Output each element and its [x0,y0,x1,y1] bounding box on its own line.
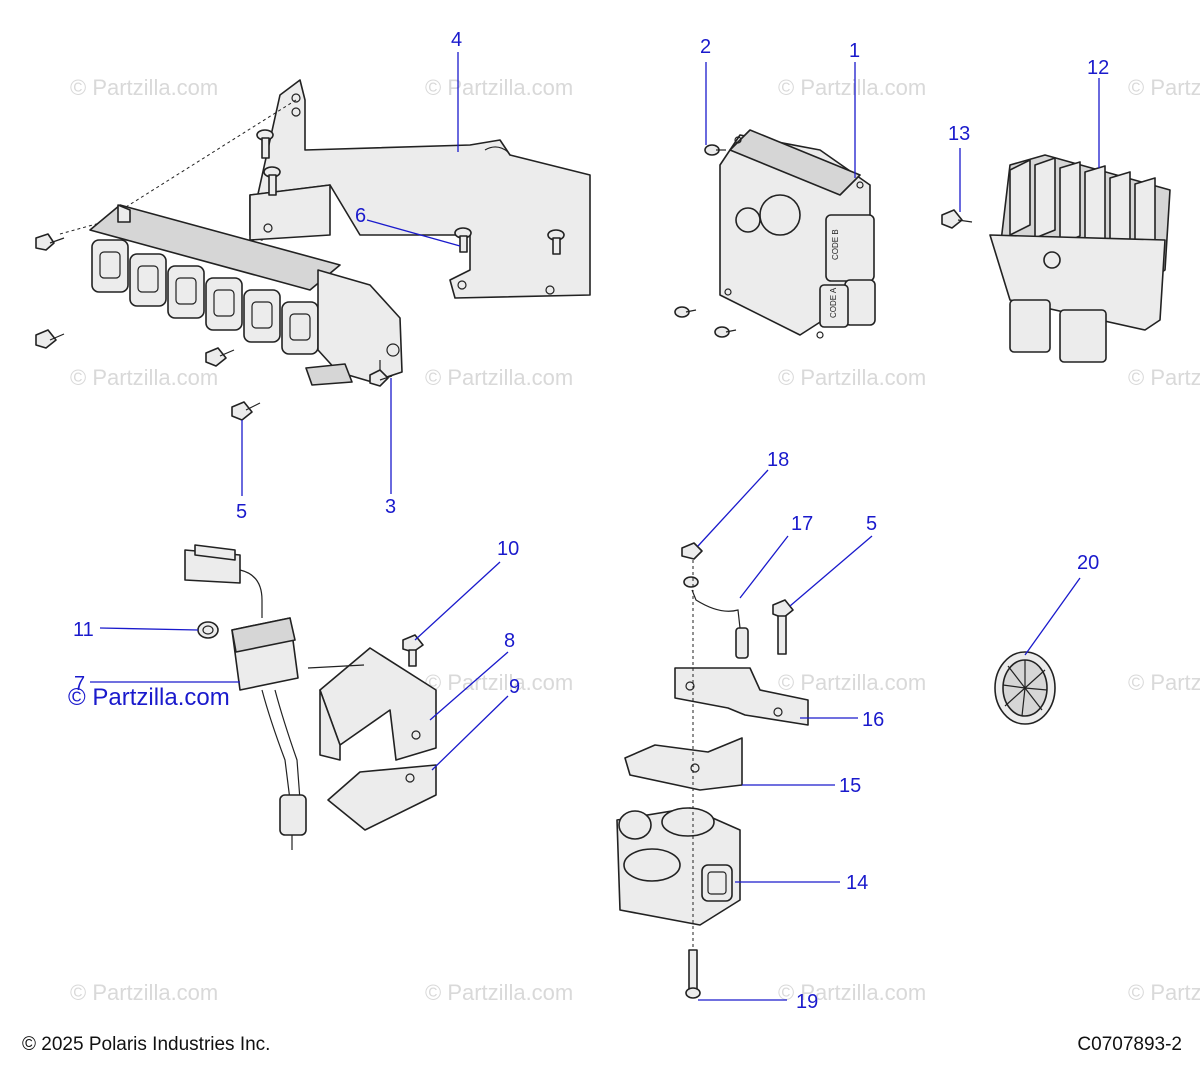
callout-18: 18 [767,449,789,471]
watermark: © Partzilla.com [778,670,926,695]
part-8-bracket [307,647,437,761]
screw-icon [674,306,697,318]
watermark: © Partzilla.com [778,980,926,1005]
part-13-bolt [941,209,973,229]
watermark: © Partzilla.com [425,980,573,1005]
part-10-bolt [402,634,424,667]
part-11-nut [197,621,219,639]
screw-icon [714,326,737,338]
bolt-icon [256,129,274,159]
callout-17: 17 [791,513,813,535]
bolt-icon [35,233,65,251]
drawing-number: C0707893-2 [1077,1034,1182,1055]
relay-row [91,239,319,355]
watermark: © Partzilla.com [425,75,573,100]
watermark: © Partzilla.com [425,365,573,390]
callout-10: 10 [497,538,519,560]
part-2-screws [674,144,737,338]
callout-14: 14 [846,872,868,894]
part-12-regulator [989,154,1171,363]
bolt-icon [369,369,393,387]
callout-6: 6 [355,205,366,227]
part-9-bracket [327,764,437,831]
part-16-plate [674,667,809,726]
bolt-icon [547,229,565,255]
alignment-line [117,99,297,213]
ecu-label-code-b: CODE B [831,229,840,260]
bolt-icon [454,227,472,253]
part-4-bracket [249,79,591,299]
callout-1: 1 [849,40,860,62]
part-17-wire [683,576,749,659]
callout-12: 12 [1087,57,1109,79]
watermark: © Partzilla.com [1128,75,1200,100]
part-7-sensor [184,544,307,850]
part-19-bolt [685,949,701,999]
callout-3: 3 [385,496,396,518]
callout-13: 13 [948,123,970,145]
part-14-coil [616,807,741,926]
watermarks: © Partzilla.com © Partzilla.com © Partzi… [68,75,1200,1005]
leader-lines [90,52,1100,1001]
ecu-label-code-a: CODE A [829,287,838,318]
callout-8: 8 [504,630,515,652]
bolt-icon [205,347,235,367]
watermark: © Partzilla.com [70,980,218,1005]
callout-15: 15 [839,775,861,797]
part-3-fuse-block [89,204,403,386]
part-20-grommet [994,651,1056,725]
callout-20: 20 [1077,552,1099,574]
callout-7: 7 [74,673,85,695]
callout-4: 4 [451,29,462,51]
watermark: © Partzilla.com [1128,670,1200,695]
watermark-prominent: © Partzilla.com [68,684,230,711]
copyright-notice: © 2025 Polaris Industries Inc. [22,1034,271,1055]
screw-icon [704,144,726,156]
callout-5-right: 5 [866,513,877,535]
part-18-nut [681,542,703,560]
watermark: © Partzilla.com [70,365,218,390]
watermark: © Partzilla.com [425,670,573,695]
callout-19: 19 [796,991,818,1013]
bolts-left [35,129,565,421]
callouts: 1 2 3 4 5 6 7 8 9 10 11 12 13 14 15 16 1… [73,29,1109,1013]
callout-9: 9 [509,676,520,698]
watermark: © Partzilla.com [778,75,926,100]
bolt-icon [263,166,281,196]
callout-2: 2 [700,36,711,58]
watermark: © Partzilla.com [1128,980,1200,1005]
callout-11: 11 [73,619,94,641]
watermark: © Partzilla.com [778,365,926,390]
watermark: © Partzilla.com [70,75,218,100]
bolt-icon [231,401,261,421]
bolt-icon [35,329,65,349]
callout-5: 5 [236,501,247,523]
part-15-bracket [624,737,743,791]
callout-16: 16 [862,709,884,731]
watermark: © Partzilla.com [1128,365,1200,390]
part-5-bolt-right [772,599,794,655]
part-1-ecu: CODE B CODE A [719,129,876,339]
